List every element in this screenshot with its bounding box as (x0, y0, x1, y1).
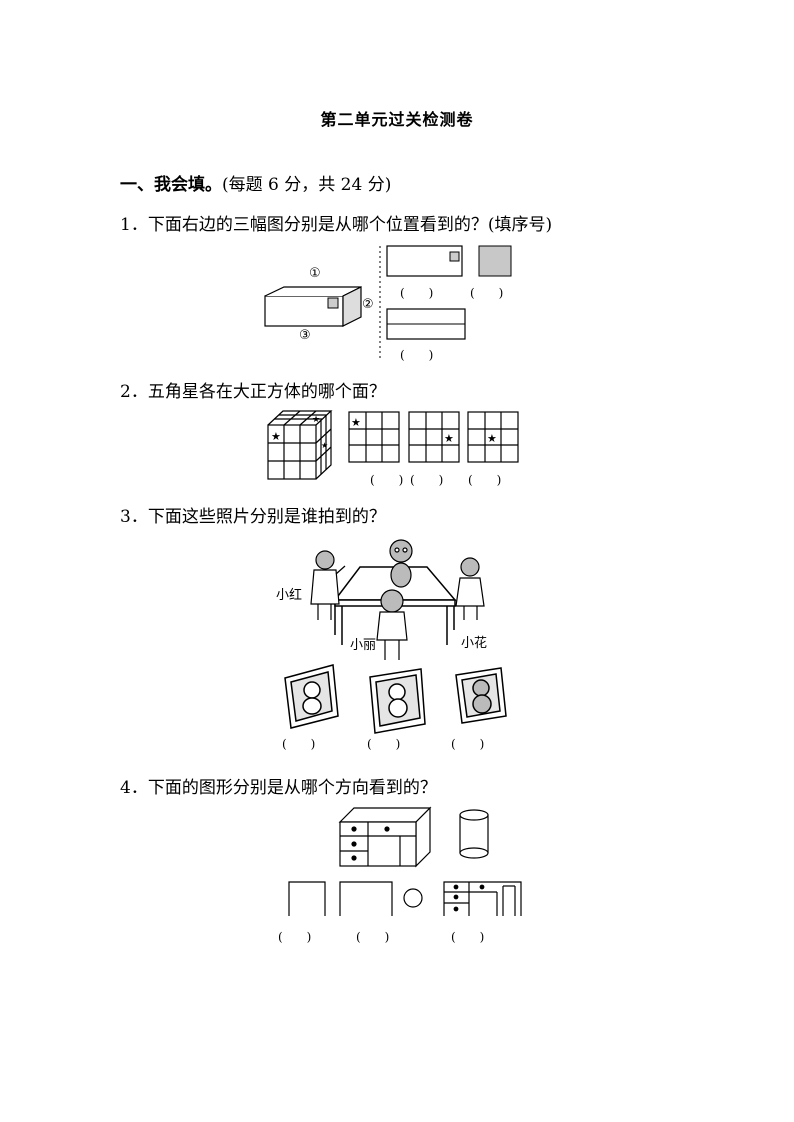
photo-3 (455, 667, 507, 724)
big-cube-side-star-icon: ★ (321, 441, 328, 450)
photo-1 (284, 664, 339, 729)
question-4-text: 下面的图形分别是从哪个方向看到的？ (147, 778, 437, 798)
question-3-text: 下面这些照片分别是谁拍到的？ (147, 507, 386, 527)
section-note: (每题 6 分，共 24 分) (222, 175, 392, 195)
grid-3-star-icon: ★ (487, 432, 497, 445)
monkey-toy (389, 539, 413, 588)
q2-answer-3[interactable]: ( ) (468, 473, 502, 487)
q2-answer-2[interactable]: ( ) (410, 473, 444, 487)
view-b-square (478, 245, 512, 277)
q4-answer-1[interactable]: ( ) (278, 930, 312, 944)
question-3: 3．下面这些照片分别是谁拍到的？ (120, 502, 386, 527)
view-square (288, 881, 326, 916)
q1-answer-3[interactable]: ( ) (400, 348, 434, 362)
q3-answer-1[interactable]: ( ) (282, 737, 316, 751)
grid-2-star-icon: ★ (444, 432, 454, 445)
q4-answer-3[interactable]: ( ) (451, 930, 485, 944)
marker-1: ① (309, 266, 321, 281)
box-front-face (264, 295, 344, 327)
view-desk-front (443, 881, 522, 916)
marker-2: ② (362, 297, 374, 312)
face-grid-3 (467, 411, 519, 463)
girl-xiaohua (455, 557, 485, 620)
box-side-face (342, 286, 362, 327)
name-xiaoli: 小丽 (350, 638, 377, 653)
girl-xiaohong (310, 550, 346, 620)
q3-answer-3[interactable]: ( ) (451, 737, 485, 751)
q1-answer-2[interactable]: ( ) (470, 286, 504, 300)
name-xiaohua: 小花 (461, 636, 488, 651)
question-2-text: 五角星各在大正方体的哪个面？ (147, 382, 386, 402)
question-2: 2．五角星各在大正方体的哪个面？ (120, 377, 386, 402)
question-3-number: 3． (120, 507, 148, 527)
question-2-number: 2． (120, 382, 148, 402)
question-4: 4．下面的图形分别是从哪个方向看到的？ (120, 773, 437, 798)
desk (338, 806, 432, 868)
marker-3: ③ (299, 328, 311, 343)
q3-answer-2[interactable]: ( ) (367, 737, 401, 751)
face-grid-2 (408, 411, 460, 463)
photo-2 (369, 668, 426, 734)
section-heading: 一、我会填。(每题 6 分，共 24 分) (120, 170, 391, 195)
q2-answer-1[interactable]: ( ) (370, 473, 404, 487)
girl-xiaoli (376, 589, 408, 660)
view-a-square (449, 251, 460, 262)
big-cube (267, 410, 333, 480)
question-4-number: 4． (120, 778, 148, 798)
big-cube-top-star-icon: ★ (312, 415, 320, 425)
question-1-number: 1． (120, 215, 148, 235)
page-title: 第二单元过关检测卷 (320, 110, 474, 129)
section-title: 一、我会填。 (120, 175, 222, 195)
q4-answer-2[interactable]: ( ) (356, 930, 390, 944)
face-grid-1 (348, 411, 400, 463)
view-wide-rect (339, 881, 393, 916)
q1-answer-1[interactable]: ( ) (400, 286, 434, 300)
big-cube-front-star-icon: ★ (271, 430, 281, 443)
name-xiaohong: 小红 (276, 588, 303, 603)
grid-1-star-icon: ★ (351, 416, 361, 429)
cylinder (459, 809, 489, 859)
question-1-text: 下面右边的三幅图分别是从哪个位置看到的？(填序号) (147, 215, 553, 235)
box-front-square (327, 297, 339, 309)
question-1: 1．下面右边的三幅图分别是从哪个位置看到的？(填序号) (120, 210, 552, 235)
view-circle (403, 888, 423, 908)
